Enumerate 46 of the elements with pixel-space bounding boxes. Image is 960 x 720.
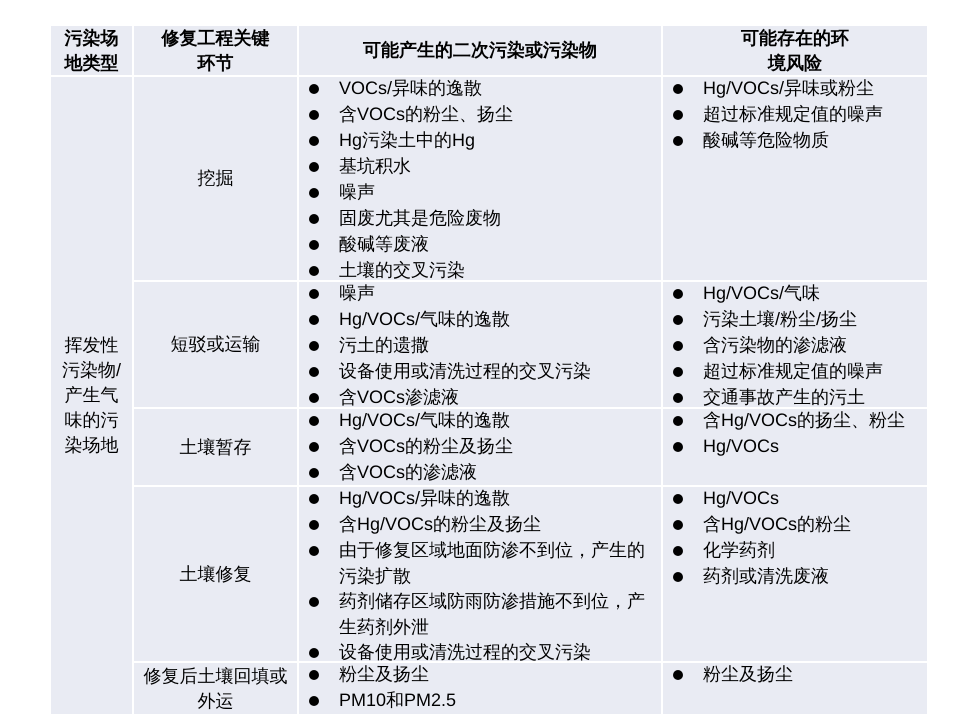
column-header: 可能产生的二次污染或污染物 xyxy=(299,26,661,75)
list-item: 噪声 xyxy=(301,281,659,306)
list-item: 化学药剂 xyxy=(665,538,925,564)
list-item: Hg/VOCs xyxy=(665,434,925,460)
row-header: 挖掘 xyxy=(134,77,297,280)
list-item: Hg/VOCs xyxy=(665,486,925,512)
column-header: 污染场地类型 xyxy=(51,26,132,75)
list-item: Hg/VOCs/气味的逸散 xyxy=(301,408,659,434)
row-header: 土壤暂存 xyxy=(134,409,297,485)
list-item: 土壤的交叉污染 xyxy=(301,258,659,284)
list-item: 含VOCs的渗滤液 xyxy=(301,460,659,486)
list-item: PM10和PM2.5 xyxy=(301,688,659,714)
list-item: 噪声 xyxy=(301,180,659,206)
list-item: 粉尘及扬尘 xyxy=(665,662,925,688)
list-item: 基坑积水 xyxy=(301,154,659,180)
list-item: 污土的遗撒 xyxy=(301,333,659,358)
list-item: 含Hg/VOCs的粉尘及扬尘 xyxy=(301,512,659,538)
list-item: 超过标准规定值的噪声 xyxy=(665,102,925,128)
list-item: Hg/VOCs/气味 xyxy=(665,281,925,306)
list-item: Hg污染土中的Hg xyxy=(301,128,659,154)
list-item: 污染土壤/粉尘/扬尘 xyxy=(665,307,925,332)
row-header: 土壤修复 xyxy=(134,487,297,661)
list-item: 交通事故产生的污土 xyxy=(665,385,925,410)
list-item: Hg/VOCs/异味的逸散 xyxy=(301,486,659,512)
list-item: 含污染物的渗滤液 xyxy=(665,333,925,358)
list-item: 含Hg/VOCs的扬尘、粉尘 xyxy=(665,408,925,434)
list-item: Hg/VOCs/气味的逸散 xyxy=(301,307,659,332)
row-header: 修复后土壤回填或外运 xyxy=(134,663,297,714)
list-item: VOCs/异味的逸散 xyxy=(301,76,659,102)
list-item: 含VOCs的粉尘及扬尘 xyxy=(301,434,659,460)
list-item: 固废尤其是危险废物 xyxy=(301,206,659,232)
list-item: 酸碱等废液 xyxy=(301,232,659,258)
list-item: 含VOCs渗滤液 xyxy=(301,385,659,410)
row-header: 短驳或运输 xyxy=(134,282,297,407)
row-header: 挥发性污染物/产生气味的污染场地 xyxy=(51,77,132,714)
column-header: 可能存在的环境风险 xyxy=(663,26,927,75)
list-item: Hg/VOCs/异味或粉尘 xyxy=(665,76,925,102)
list-item: 酸碱等危险物质 xyxy=(665,128,925,154)
list-item: 药剂或清洗废液 xyxy=(665,564,925,590)
list-item: 设备使用或清洗过程的交叉污染 xyxy=(301,359,659,384)
list-item: 含Hg/VOCs的粉尘 xyxy=(665,512,925,538)
list-item: 药剂储存区域防雨防渗措施不到位，产生药剂外泄 xyxy=(301,589,659,640)
column-header: 修复工程关键环节 xyxy=(134,26,297,75)
list-item: 超过标准规定值的噪声 xyxy=(665,359,925,384)
list-item: 含VOCs的粉尘、扬尘 xyxy=(301,102,659,128)
list-item: 由于修复区域地面防渗不到位，产生的污染扩散 xyxy=(301,538,659,589)
